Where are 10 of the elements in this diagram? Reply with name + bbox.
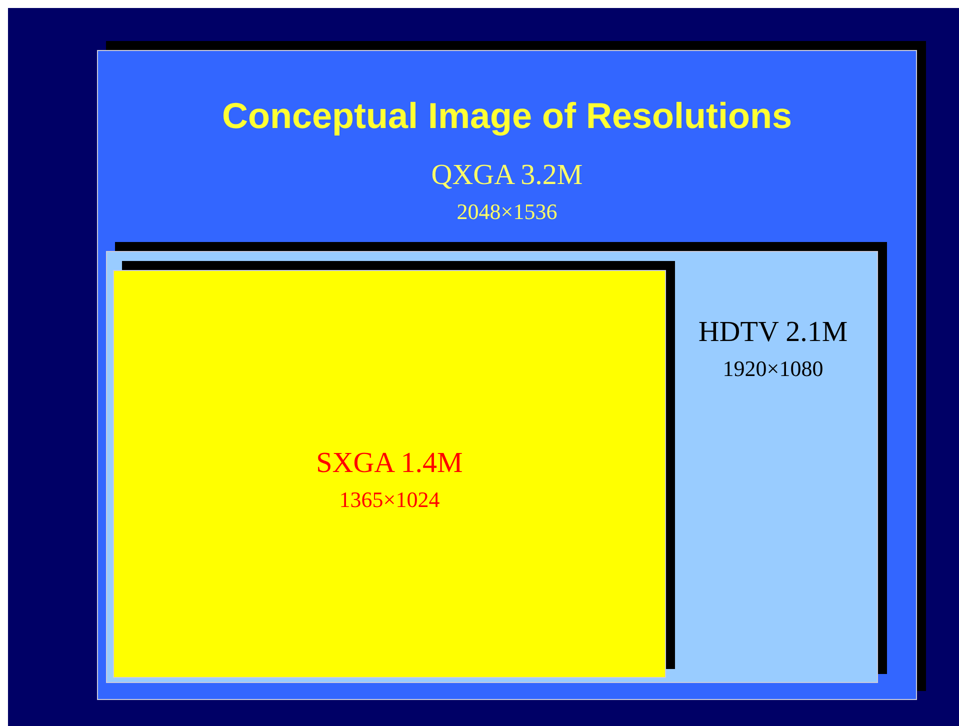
resolution-label: QXGA 3.2M (430, 159, 584, 192)
pixel-dimensions: 1920×1080 (722, 356, 824, 382)
resolution-panel (106, 251, 878, 683)
resolution-panel (97, 50, 917, 700)
pixel-dimensions: 1365×1024 (338, 487, 441, 513)
pixel-dimensions: 2048×1536 (456, 199, 558, 225)
resolution-panel (113, 270, 666, 678)
resolution-label: SXGA 1.4M (315, 447, 464, 480)
resolution-label: HDTV 2.1M (697, 316, 849, 349)
diagram-title: Conceptual Image of Resolutions (220, 95, 794, 137)
